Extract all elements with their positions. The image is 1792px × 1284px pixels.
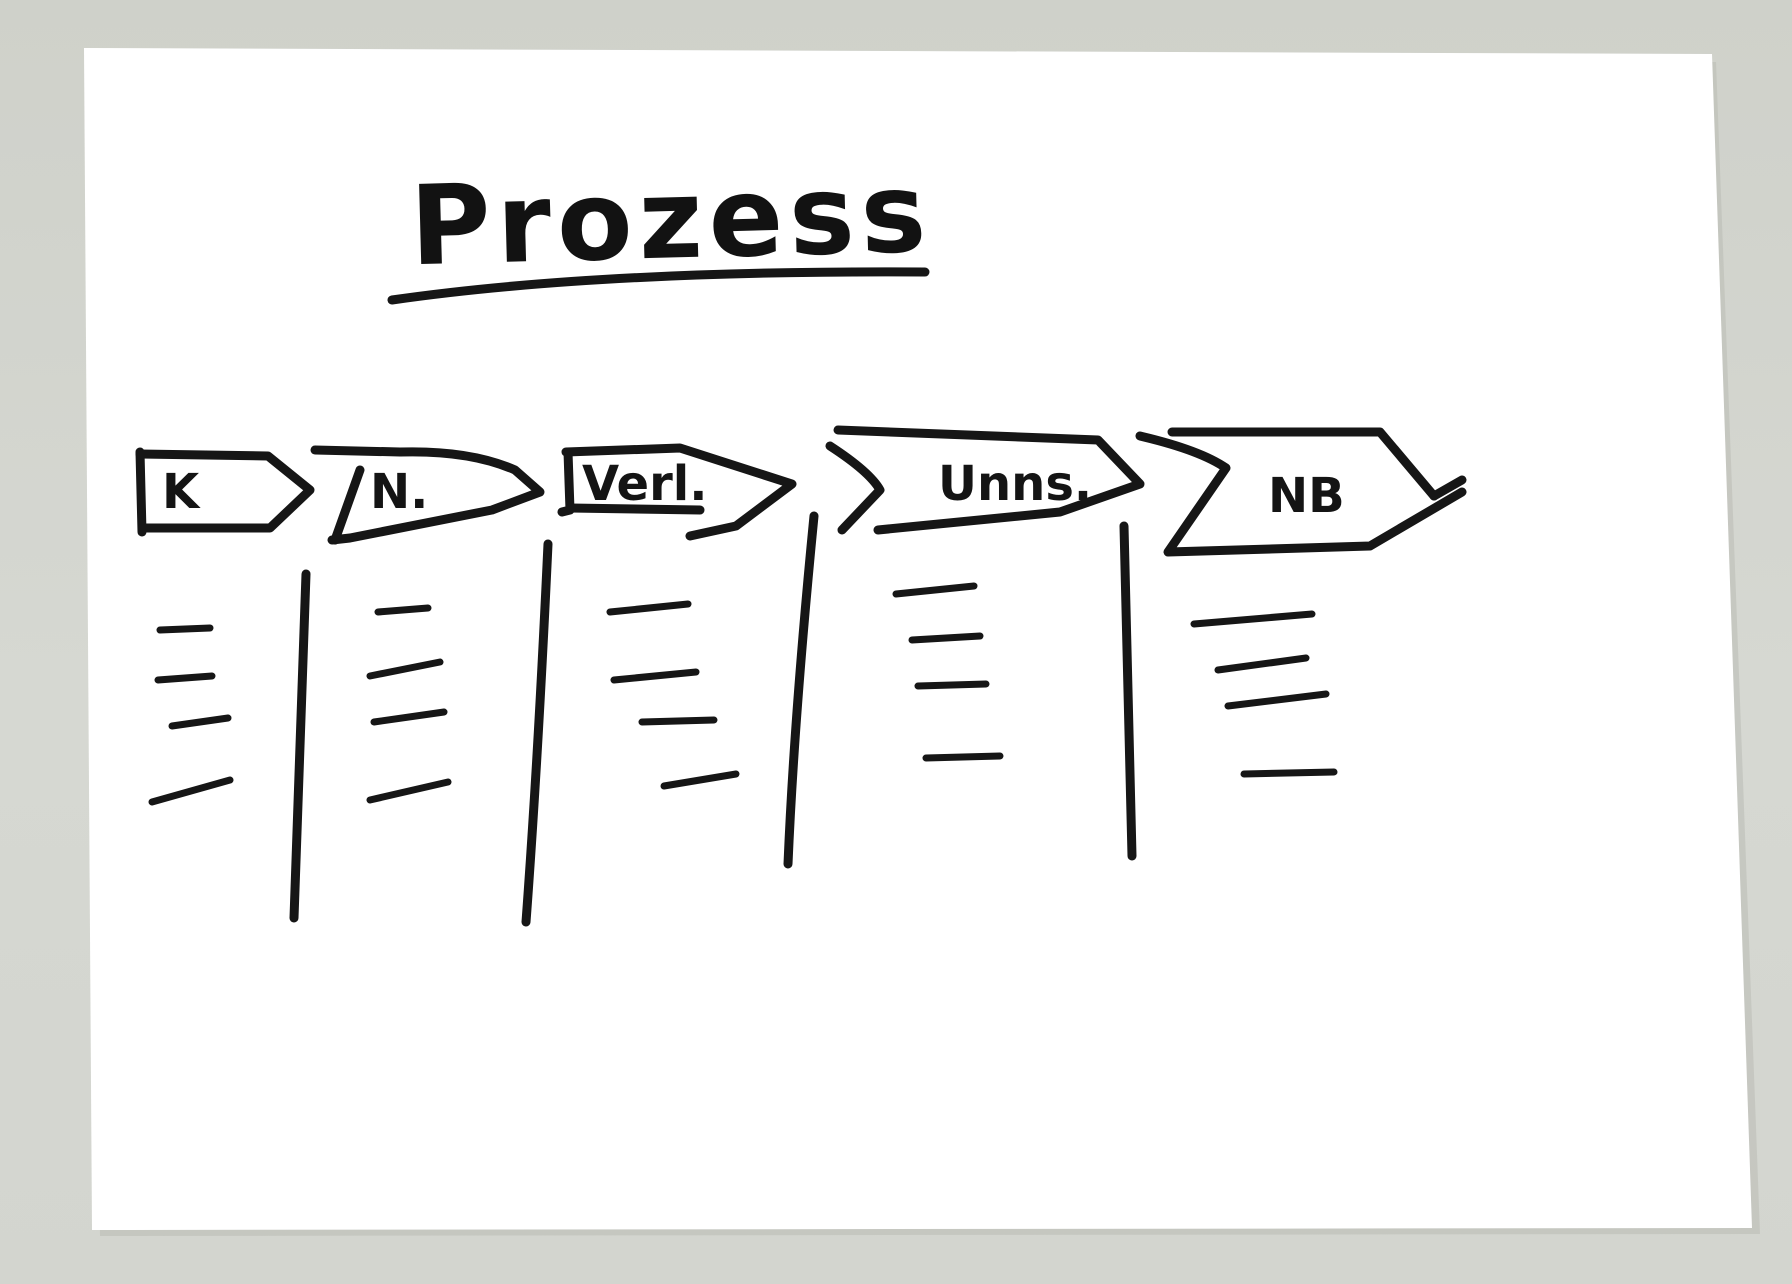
stage-verl-label: Verl. [582,456,707,512]
list-item [892,582,978,598]
stage-nb-label: NB [1268,468,1345,524]
list-item [660,770,740,790]
stage-n-left-edge [330,465,365,545]
process-stages: K N. Verl. Unns. NB [135,425,1467,557]
stage-n: N. [310,445,545,545]
divider-2 [521,539,553,927]
stage-verl-arrow [561,443,797,541]
list-item [1224,690,1330,710]
stage-unns-items [892,582,1004,762]
list-item [908,632,984,644]
stage-nb-tip [1429,475,1467,501]
list-item [374,604,432,616]
stage-nb: NB [1135,427,1467,557]
list-item [156,624,214,634]
stage-unns-label: Unns. [938,456,1092,512]
stage-unns: Unns. [825,425,1145,535]
stage-verl: Verl. [557,443,797,541]
stage-verl-bottom [565,503,705,515]
stage-nb-arrow [1167,427,1439,501]
stage-k-left-edge [135,447,147,537]
stage-k-arrow [135,449,315,533]
diagram-title: Prozess [387,149,934,305]
list-item [366,658,444,680]
stage-nb-tail [1135,431,1467,557]
list-item [154,672,216,684]
stage-k-label: K [162,464,201,520]
stage-k-items [148,624,234,806]
list-item [610,668,700,684]
list-item [168,714,232,730]
stage-verl-items [606,600,740,790]
stage-n-label: N. [370,464,428,520]
stage-unns-tail [825,441,885,535]
list-item [148,776,234,806]
column-dividers [289,511,1137,927]
title-underline [387,267,930,305]
divider-3 [783,511,819,869]
title-text: Prozess [408,149,933,291]
list-item [1240,768,1338,778]
stage-n-arrow [310,445,545,545]
stage-nb-items [1190,610,1338,778]
divider-4 [1119,521,1137,861]
list-item [370,708,448,726]
divider-1 [289,569,311,923]
list-item [922,752,1004,762]
list-item [914,680,990,690]
list-item [1190,610,1316,628]
list-item [638,716,718,726]
list-item [1214,654,1310,674]
list-item [606,600,692,616]
list-item [366,778,452,804]
stage-k: K [135,447,315,537]
stage-n-items [366,604,452,804]
stage-unns-arrow [833,425,1145,535]
